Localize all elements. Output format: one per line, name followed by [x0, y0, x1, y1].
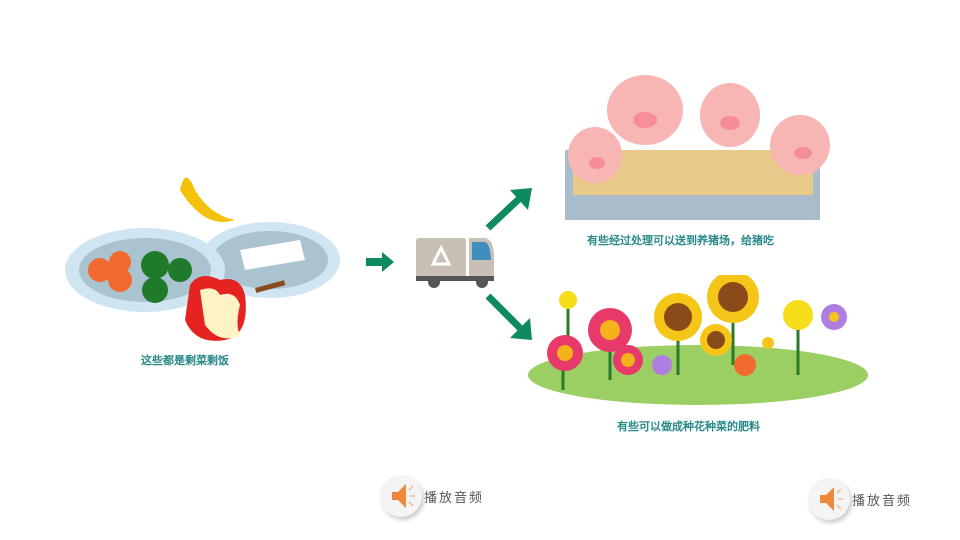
caption-fertilizer: 有些可以做成种花种菜的肥料 — [617, 420, 760, 433]
leftovers-illustration — [65, 177, 340, 341]
garbage-truck-icon — [416, 238, 494, 288]
speaker-icon — [808, 478, 850, 520]
play-audio-button-2[interactable]: 播放音频 — [808, 478, 912, 520]
arrow-right-icon — [366, 252, 394, 272]
play-audio-button-1[interactable]: 播放音频 — [380, 475, 484, 517]
play-audio-label: 播放音频 — [424, 490, 485, 506]
arrow-up-right-icon — [485, 188, 532, 231]
play-audio-label: 播放音频 — [852, 493, 913, 509]
caption-pig-farm: 有些经过处理可以送到养猪场，给猪吃 — [587, 234, 774, 247]
arrow-down-right-icon — [485, 293, 532, 340]
flowers-illustration — [528, 275, 868, 405]
pigs-illustration — [565, 75, 830, 220]
speaker-icon — [380, 475, 422, 517]
caption-leftovers: 这些都是剩菜剩饭 — [141, 354, 229, 367]
